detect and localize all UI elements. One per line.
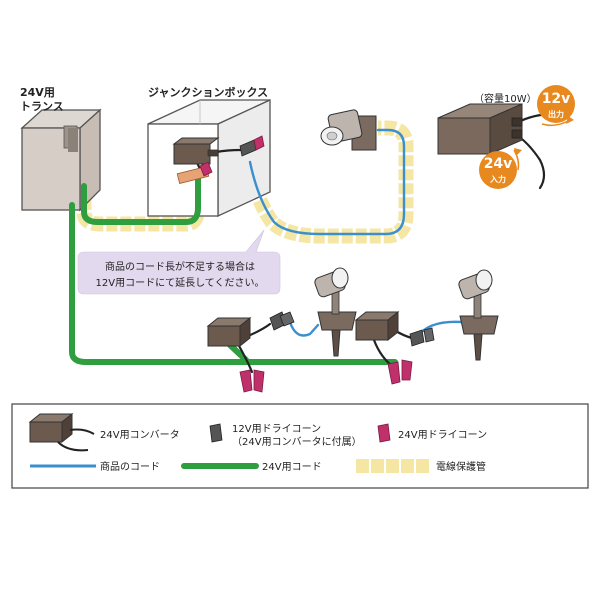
legend-24v-cord-label: 24V用コード bbox=[262, 462, 322, 473]
note-line-1: 商品のコード長が不足する場合は bbox=[105, 260, 255, 273]
junction-box-label: ジャンクションボックス bbox=[148, 85, 268, 99]
legend-conduit-swatch bbox=[356, 459, 429, 473]
converter-lower-1 bbox=[206, 316, 252, 348]
conduit-box-to-spotlight bbox=[240, 120, 414, 244]
legend-conduit-label: 電線保護管 bbox=[436, 460, 486, 473]
blue-cord-to-light1 bbox=[288, 320, 320, 337]
cone24-lower-2 bbox=[387, 359, 413, 385]
cone12-lower-2 bbox=[409, 327, 435, 347]
green-cord-main bbox=[69, 202, 398, 365]
transformer bbox=[20, 108, 102, 212]
transformer-label-line1: 24V用 bbox=[20, 86, 55, 99]
blue-cord-box-to-spotlight bbox=[248, 128, 406, 236]
badge-24v: 24v 入力 bbox=[479, 148, 522, 189]
capacity-label: （容量10W） bbox=[474, 92, 537, 105]
note-callout: 商品のコード長が不足する場合は 12V用コードにて延長してください。 bbox=[77, 229, 281, 295]
spike-light-1 bbox=[314, 267, 357, 357]
legend-cone12-label-1: 12V用ドライコーン bbox=[232, 423, 321, 435]
converter-lower-2 bbox=[354, 310, 400, 342]
green-cord-upper bbox=[81, 173, 201, 225]
green-cord-to-converter1 bbox=[227, 342, 249, 363]
junction-cone12 bbox=[239, 135, 265, 157]
legend-cone24-icon bbox=[377, 423, 391, 443]
junction-connector bbox=[176, 161, 213, 184]
legend-converter-label: 24V用コンバータ bbox=[100, 429, 180, 441]
cone24-lower-1 bbox=[239, 369, 265, 393]
spotlight-upper bbox=[320, 109, 377, 151]
legend-cone12-icon bbox=[209, 423, 223, 443]
green-cords bbox=[69, 173, 398, 365]
spike-light-2 bbox=[458, 269, 499, 361]
junction-converter bbox=[172, 137, 220, 165]
badge-12v-voltage: 12v bbox=[542, 91, 571, 107]
badge-12v-label: 出力 bbox=[548, 109, 564, 119]
legend-converter-icon bbox=[28, 412, 95, 452]
legend-cone12-label-2: （24V用コンバータに付属） bbox=[232, 435, 362, 448]
badge-12v: 12v 出力 bbox=[537, 85, 575, 127]
legend: 24V用コンバータ 12V用ドライコーン （24V用コンバータに付属） 24V用… bbox=[11, 403, 589, 489]
transformer-label-line2: トランス bbox=[20, 100, 64, 113]
power-converter-10w bbox=[437, 103, 523, 155]
cone12-lower-1 bbox=[269, 311, 295, 331]
legend-product-cord-label: 商品のコード bbox=[100, 460, 160, 473]
note-line-2: 12V用コードにて延長してください。 bbox=[96, 277, 265, 289]
badge-24v-voltage: 24v bbox=[484, 156, 513, 172]
legend-cone24-label: 24V用ドライコーン bbox=[398, 429, 487, 441]
badge-24v-label: 入力 bbox=[489, 174, 506, 184]
